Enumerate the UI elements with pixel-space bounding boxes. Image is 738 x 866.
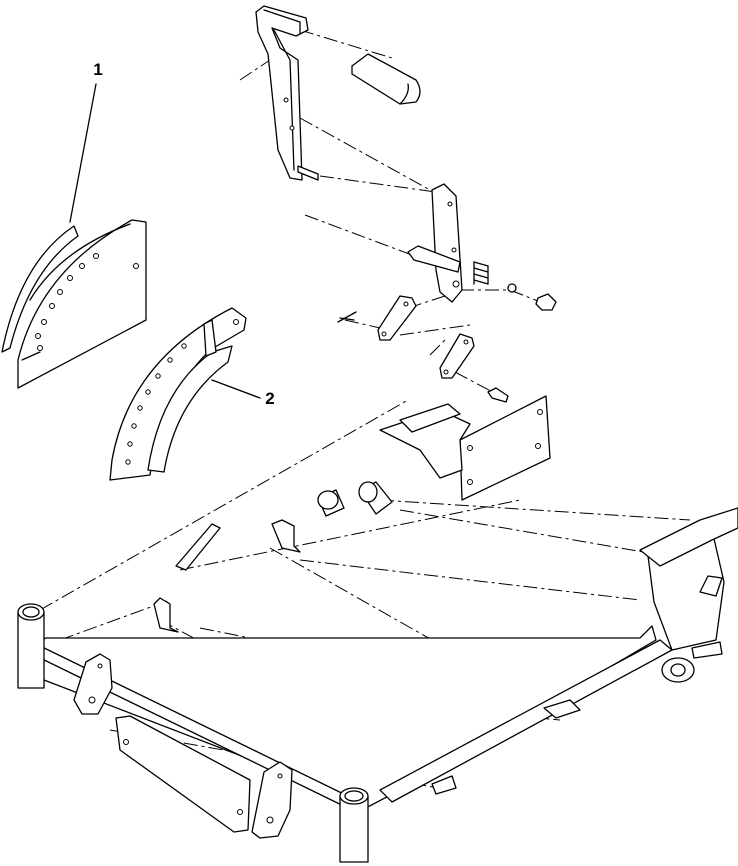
part-2-curved-bracket	[109, 307, 247, 481]
spring	[473, 261, 489, 285]
callout-2: 2	[265, 389, 274, 408]
caster-bracket-left	[73, 653, 113, 715]
bushings	[317, 481, 393, 517]
callout-1-leader	[69, 83, 97, 223]
washer	[507, 283, 517, 293]
lever-handle	[255, 5, 309, 181]
inner-brackets	[153, 519, 581, 795]
clevis-pin	[487, 387, 509, 403]
part-2-holes	[125, 319, 239, 465]
pivot-shaft	[407, 245, 461, 273]
callout-2-leader	[211, 379, 261, 399]
part-1-holes	[35, 253, 139, 351]
callout-1-label: 1	[93, 60, 102, 79]
lower-crossmember	[115, 715, 251, 833]
link-arm	[431, 183, 463, 303]
main-frame	[17, 507, 738, 863]
connecting-link-lower	[439, 333, 475, 379]
mounting-bracket	[379, 395, 551, 501]
hex-nut	[535, 293, 557, 311]
lever-pin	[297, 165, 319, 181]
callout-2-label: 2	[265, 389, 274, 408]
foot-pad	[351, 53, 421, 105]
connecting-link-upper	[377, 295, 417, 341]
caster-bracket-right	[251, 761, 293, 839]
part-1-curved-plate	[1, 219, 147, 389]
cotter-pin	[337, 311, 357, 323]
callout-1: 1	[93, 60, 102, 79]
